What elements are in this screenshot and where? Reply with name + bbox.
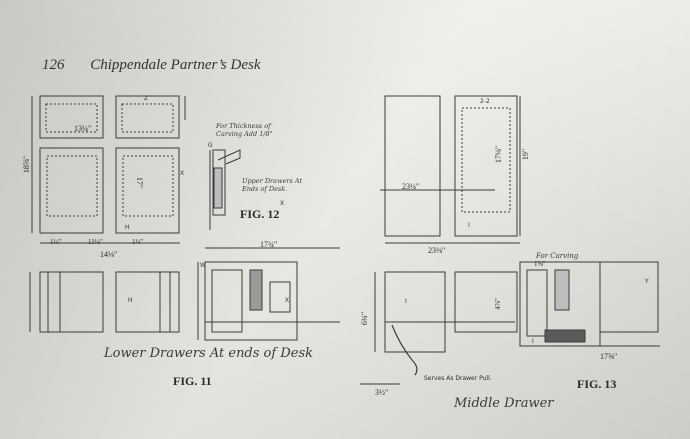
marker-g: G (208, 142, 213, 149)
dim-14-1-8: 14⅛" (100, 250, 118, 259)
marker-i-detail: I (532, 338, 534, 345)
page-header: 126 Chippendale Partner’s Desk (42, 57, 261, 74)
marker-x-detail: X (285, 297, 290, 304)
fig11-top-right-panel (115, 95, 180, 139)
fig12-carving-note: For Thickness of Carving Add 1/8" (216, 122, 273, 138)
fig13-pull-note: Serves As Drawer Pull. (424, 375, 492, 382)
fig11-top-left-panel (39, 95, 104, 139)
fig12-upper-note: Upper Drawers At Ends of Desk. (242, 177, 303, 193)
dim-6-3-4: 6¾" (360, 311, 370, 326)
dim-17-1-8: 17⅛" (494, 145, 504, 164)
dim-1-3-8: 1⅜" (534, 260, 546, 268)
fig13-caption: Middle Drawer (454, 396, 554, 411)
page-number: 126 (42, 57, 65, 73)
fig11-label: FIG. 11 (173, 374, 212, 388)
marker-z: Z (144, 95, 149, 102)
fig11-main-left-panel (39, 147, 104, 234)
page-title: Chippendale Partner’s Desk (90, 57, 261, 73)
fig11-caption: Lower Drawers At ends of Desk (104, 346, 313, 361)
marker-h-fig11: H (125, 224, 130, 231)
dim-11-1-2: 11½" (88, 238, 103, 246)
dim-3-1-2: 3½" (375, 388, 389, 397)
fig13-elevation (360, 271, 518, 385)
fig11-elevation-right (115, 271, 180, 333)
marker-h-elevation: H (128, 297, 133, 304)
fig12-label: FIG. 12 (240, 207, 280, 221)
marker-i-elevation: I (405, 298, 407, 305)
dim-1-1-4-right: 1¼" (132, 238, 144, 246)
dim-17: 17" (135, 176, 145, 189)
dim-2-2: 2-2 (480, 98, 490, 105)
fig11-elevation-left (39, 271, 104, 333)
fig13-plan (380, 95, 521, 244)
marker-x-fig11: X (180, 170, 185, 177)
dim-1-1-4-left: 1¼" (50, 238, 62, 246)
fig13-carving-note: For Carving (536, 252, 579, 260)
dim-4-7-8: 4⅞" (493, 298, 502, 310)
dim-23-1-4: 23¼" (402, 182, 420, 191)
marker-i-plan: I (468, 222, 470, 229)
dim-17-5-8: 17⅝" (600, 352, 618, 361)
fig13-joint-detail (519, 261, 660, 347)
dim-18-5-8: 18⅝" (22, 155, 32, 174)
fig13-label: FIG. 13 (577, 377, 617, 391)
marker-x-fig12: X (280, 200, 285, 207)
marker-y: Y (645, 278, 649, 285)
fig11-drawer-joint-detail (197, 261, 340, 341)
fig12-section (209, 149, 241, 230)
dim-19: 19" (521, 148, 531, 161)
dim-13-1-4: 13¼" (74, 124, 92, 133)
dim-17-3-4: 17¾" (260, 240, 278, 249)
dim-23-3-8: 23⅜" (428, 246, 446, 255)
fig11-main-right-panel (115, 147, 180, 234)
marker-w: W (200, 262, 206, 269)
